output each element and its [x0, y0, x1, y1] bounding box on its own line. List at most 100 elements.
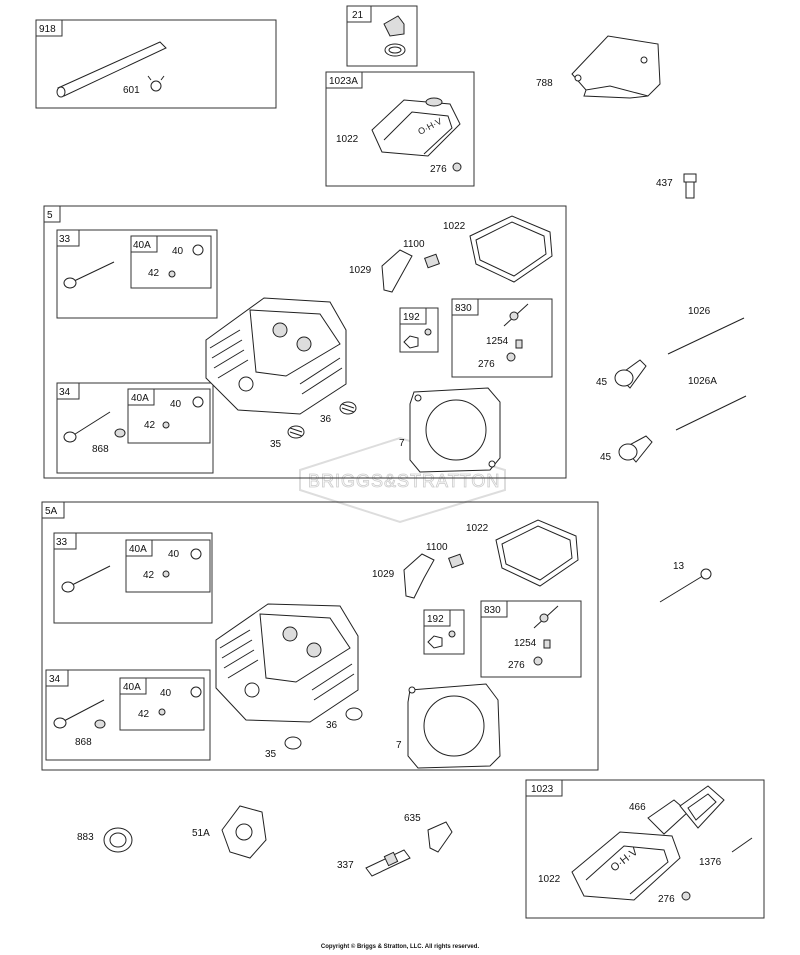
part-883[interactable]: 883: [77, 827, 133, 853]
group-40A-b-tag: 40A: [131, 393, 149, 404]
label-635: 635: [404, 813, 421, 824]
rocker-nut-b: [448, 553, 464, 569]
label-1026A: 1026A: [688, 376, 717, 387]
part-1026[interactable]: 1026: [667, 306, 745, 355]
label-42-b: 42: [144, 420, 156, 431]
valve-spring-retainer-b: [192, 396, 204, 408]
label-1029-b: 1029: [372, 569, 395, 580]
oil-fill-cap-part: [383, 15, 406, 57]
group-5[interactable]: 5 33 40A 40 42 34 868 40A 40 42: [43, 205, 567, 479]
exhaust-valve-part-b: [53, 699, 106, 729]
label-868-a: 868: [92, 444, 109, 455]
watermark-text: BRIGGS&STRATTON: [308, 471, 500, 491]
label-35-a: 35: [270, 439, 282, 450]
label-51A: 51A: [192, 828, 210, 839]
valve-cover-part: O·H·V: [371, 97, 461, 157]
copyright-text: Copyright © Briggs & Stratton, LLC. All …: [320, 944, 480, 950]
group-918[interactable]: 918 601: [35, 19, 277, 109]
group-21-tag: 21: [352, 10, 364, 21]
valve-spring-35-b: [284, 736, 302, 750]
label-437: 437: [656, 178, 673, 189]
group-192-b-tag: 192: [427, 614, 444, 625]
valve-cover-gasket-a: [469, 215, 553, 283]
group-34-b-tag: 34: [49, 674, 61, 685]
valve-spring-retainer-a: [192, 244, 204, 256]
label-40-b: 40: [170, 399, 182, 410]
label-35-b: 35: [265, 749, 277, 760]
part-437[interactable]: 437: [656, 173, 697, 199]
group-918-tag: 918: [39, 24, 56, 35]
part-51A[interactable]: 51A: [192, 805, 267, 859]
part-337[interactable]: 337: [337, 849, 411, 877]
part-45-a[interactable]: 45: [596, 359, 647, 389]
exhaust-valve-part-a: [63, 411, 126, 443]
label-1022-c: 1022: [466, 523, 489, 534]
label-337: 337: [337, 860, 354, 871]
label-1100-a: 1100: [403, 239, 425, 250]
label-1254-a: 1254: [486, 336, 509, 347]
label-1022-a: 1022: [336, 134, 359, 145]
part-788[interactable]: 788: [536, 35, 661, 99]
part-45-b[interactable]: 45: [600, 435, 653, 463]
label-276-a: 276: [430, 164, 447, 175]
label-40-c: 40: [168, 549, 180, 560]
label-42-c: 42: [143, 570, 155, 581]
intake-valve-part-a: [63, 261, 115, 289]
label-1100-b: 1100: [426, 542, 448, 553]
breather-plate: [647, 785, 725, 835]
head-gasket-a: [409, 387, 501, 473]
label-883: 883: [77, 832, 94, 843]
label-36-b: 36: [326, 720, 338, 731]
group-1023A[interactable]: 1023A O·H·V 1022 276: [325, 71, 475, 187]
label-36-a: 36: [320, 414, 332, 425]
group-33-b-tag: 33: [56, 537, 68, 548]
label-1254-b: 1254: [514, 638, 537, 649]
rocker-arm-b: [403, 553, 435, 599]
group-40A-d-tag: 40A: [123, 682, 141, 693]
grommet-276-a: [452, 162, 462, 172]
label-601: 601: [123, 85, 140, 96]
valve-spring-36-a: [339, 401, 357, 415]
label-868-b: 868: [75, 737, 92, 748]
rocker-arm-a: [381, 249, 413, 293]
rocker-stud-830-a: [509, 311, 519, 321]
valve-spring-35-a: [287, 425, 305, 439]
part-635[interactable]: 635: [404, 813, 453, 853]
label-1022-d: 1022: [538, 874, 561, 885]
valve-keeper-a: [168, 270, 176, 278]
label-45-b: 45: [600, 452, 612, 463]
label-788: 788: [536, 78, 553, 89]
clamp-601-part: [147, 75, 165, 92]
cylinder-head-b: [215, 603, 359, 723]
part-13[interactable]: 13: [659, 561, 712, 603]
label-1026: 1026: [688, 306, 711, 317]
group-33-a-tag: 33: [59, 234, 71, 245]
group-1023[interactable]: 1023 O·H·V 466 1376 1022 276: [525, 779, 765, 919]
label-466: 466: [629, 802, 646, 813]
group-1023A-tag: 1023A: [329, 76, 358, 87]
rocker-nut-a: [424, 253, 440, 269]
breather-tube-part: [56, 41, 167, 98]
head-gasket-b: [407, 683, 501, 769]
part-1026A[interactable]: 1026A: [675, 376, 747, 431]
group-5-tag: 5: [47, 210, 53, 221]
group-21[interactable]: 21: [346, 5, 418, 67]
group-830-a-tag: 830: [455, 303, 472, 314]
group-34-a-tag: 34: [59, 387, 71, 398]
rocker-stud-192-a: [424, 328, 432, 336]
label-13: 13: [673, 561, 685, 572]
group-1023-tag: 1023: [531, 784, 554, 795]
label-40-a: 40: [172, 246, 184, 257]
label-45-a: 45: [596, 377, 608, 388]
watermark-logo: BRIGGS&STRATTON: [299, 436, 506, 524]
group-5A[interactable]: 5A 33 40A 40 42 34 868 40A 40 42: [41, 501, 599, 771]
group-830-b-tag: 830: [484, 605, 501, 616]
label-276-d: 276: [658, 894, 675, 905]
intake-valve-part-b: [61, 565, 111, 593]
label-276-c: 276: [508, 660, 525, 671]
label-7-a: 7: [399, 438, 405, 449]
label-42-d: 42: [138, 709, 150, 720]
group-40A-c-tag: 40A: [129, 544, 147, 555]
valve-cover-gasket-b: [495, 519, 579, 587]
